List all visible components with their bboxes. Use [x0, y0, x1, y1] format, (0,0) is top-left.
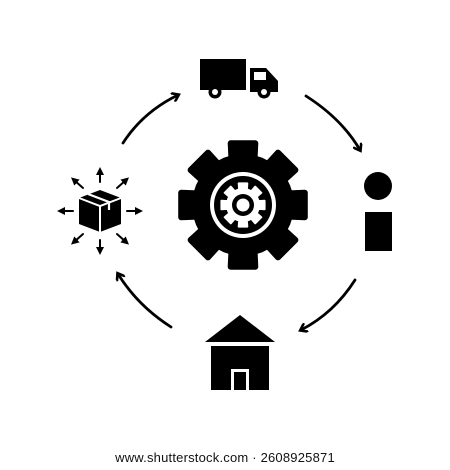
package-distribution-icon [57, 167, 143, 255]
arrow-top-right-icon [304, 94, 360, 150]
arrow-bottom-right-icon [301, 278, 357, 330]
arrow-bottom-left-icon [118, 274, 173, 329]
cycle-arrows [118, 95, 360, 330]
arrow-top-left-icon [121, 95, 178, 145]
small-gear-hub [236, 198, 250, 212]
person-icon [364, 172, 392, 251]
gear-icon [178, 140, 308, 270]
watermark-text: www.shutterstock.com · 2608925871 [115, 450, 335, 465]
house-icon [205, 315, 275, 390]
truck-icon [200, 59, 278, 99]
box-icon [78, 190, 122, 232]
distribution-arrows [57, 167, 143, 255]
